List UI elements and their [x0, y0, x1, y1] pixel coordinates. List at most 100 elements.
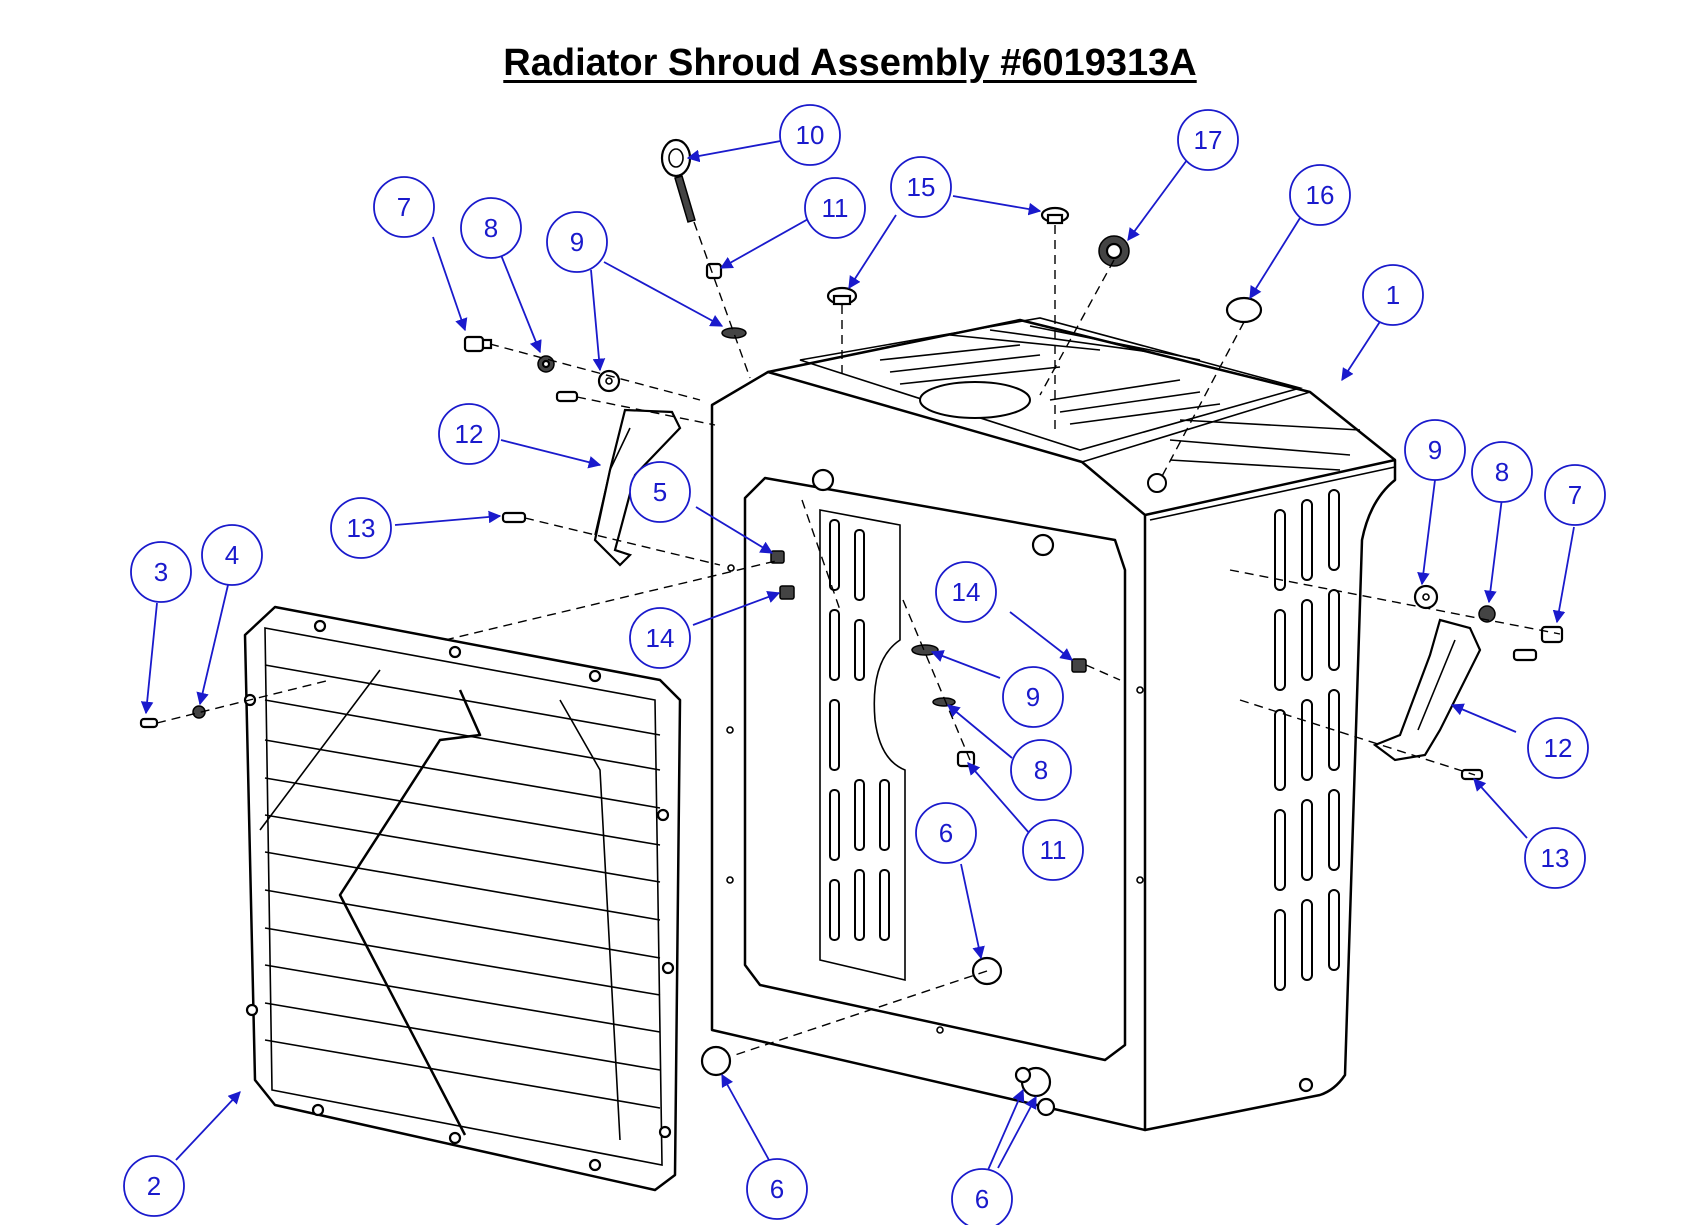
- callout-label: 11: [1040, 835, 1067, 865]
- callout-label: 10: [796, 120, 825, 150]
- callout-label: 7: [397, 192, 411, 222]
- callout-circle: [779, 104, 841, 166]
- callout-9: 9: [1404, 419, 1466, 481]
- callout-17: 17: [1177, 109, 1239, 171]
- callout-label: 7: [1568, 480, 1582, 510]
- callout-9: 9: [546, 211, 608, 273]
- callout-12: 12: [438, 403, 500, 465]
- callout-leaders: [140, 139, 1575, 1171]
- nut: [956, 750, 976, 768]
- callout-5: 5: [629, 461, 691, 523]
- callout-label: 15: [907, 172, 936, 202]
- callout-circle: [123, 1155, 185, 1217]
- callout-label: 6: [770, 1174, 784, 1204]
- callout-circle: [460, 197, 522, 259]
- callout-circle: [1362, 264, 1424, 326]
- bolt: [501, 511, 527, 524]
- callout-7: 7: [1544, 464, 1606, 526]
- eye-bolt: [660, 138, 696, 223]
- callout-label: 11: [822, 193, 849, 223]
- callout-1: 1: [1362, 264, 1424, 326]
- cap: [1225, 296, 1263, 324]
- callout-circle: [746, 1158, 808, 1220]
- callout-label: 8: [1495, 457, 1509, 487]
- callout-label: 13: [1541, 843, 1570, 873]
- callout-label: 1: [1386, 280, 1400, 310]
- callout-label: 9: [570, 227, 584, 257]
- callout-label: 12: [1544, 733, 1573, 763]
- callout-label: 16: [1306, 180, 1335, 210]
- callout-circle: [1002, 666, 1064, 728]
- callout-circle: [546, 211, 608, 273]
- grille-bars: [259, 664, 661, 1141]
- page-title: Radiator Shroud Assembly #6019313A: [503, 42, 1197, 84]
- callout-circle: [1527, 717, 1589, 779]
- callout-13: 13: [1524, 827, 1586, 889]
- plug: [826, 286, 858, 306]
- side-vent-slots: [1274, 489, 1340, 991]
- handle-left: [593, 408, 682, 567]
- callout-6: 6: [951, 1168, 1013, 1225]
- callout-6: 6: [746, 1158, 808, 1220]
- callout-16: 16: [1289, 164, 1351, 226]
- callout-circle: [629, 607, 691, 669]
- callout-label: 13: [347, 513, 376, 543]
- bolt: [463, 335, 493, 353]
- screw: [139, 717, 159, 729]
- callout-label: 14: [646, 623, 675, 653]
- callout-circle: [201, 524, 263, 586]
- callout-label: 14: [952, 577, 981, 607]
- callout-label: 5: [653, 477, 667, 507]
- callout-circle: [1404, 419, 1466, 481]
- nut: [1071, 658, 1087, 673]
- inner-vent-slots: [829, 519, 890, 941]
- callout-label: 9: [1428, 435, 1442, 465]
- callout-circle: [804, 177, 866, 239]
- callout-3: 3: [130, 541, 192, 603]
- callout-label: 17: [1194, 125, 1223, 155]
- callout-circle: [915, 802, 977, 864]
- top-vent-slots: [799, 317, 1361, 493]
- callout-6: 6: [915, 802, 977, 864]
- bolt: [555, 390, 579, 403]
- plug: [1040, 206, 1070, 225]
- front-grille: [243, 605, 682, 1192]
- nut: [779, 585, 795, 600]
- callout-9: 9: [1002, 666, 1064, 728]
- callout-label: 6: [939, 818, 953, 848]
- callout-circle: [1544, 464, 1606, 526]
- callout-circle: [438, 403, 500, 465]
- callout-8: 8: [1471, 441, 1533, 503]
- callout-circle: [1289, 164, 1351, 226]
- callout-15: 15: [890, 156, 952, 218]
- callout-label: 9: [1026, 682, 1040, 712]
- callout-label: 3: [154, 557, 168, 587]
- callout-11: 11: [1022, 819, 1084, 881]
- callout-bubbles: 10 17 7 8 9 11 15 16 1 12 9 8 7 5 13 3 4 14 14 9 12 8 11 6 13 2 6 6: [123, 104, 1606, 1225]
- callout-4: 4: [201, 524, 263, 586]
- nut: [770, 550, 785, 564]
- callout-8: 8: [460, 197, 522, 259]
- callout-circle: [935, 561, 997, 623]
- callout-8: 8: [1010, 739, 1072, 801]
- washer: [1478, 605, 1496, 623]
- callout-2: 2: [123, 1155, 185, 1217]
- bolt: [1540, 625, 1564, 644]
- radiator-shroud-body: [710, 317, 1397, 1132]
- callout-label: 12: [455, 419, 484, 449]
- callout-7: 7: [373, 176, 435, 238]
- callout-10: 10: [779, 104, 841, 166]
- callout-14: 14: [935, 561, 997, 623]
- callout-label: 2: [147, 1171, 161, 1201]
- grommet: [1098, 235, 1130, 267]
- callout-label: 4: [225, 540, 239, 570]
- washer: [192, 705, 206, 719]
- handle-right: [1372, 618, 1482, 762]
- washer: [1413, 584, 1439, 610]
- callout-circle: [951, 1168, 1013, 1225]
- callout-circle: [1022, 819, 1084, 881]
- washer: [721, 327, 747, 339]
- callout-circle: [130, 541, 192, 603]
- bolt: [1512, 648, 1538, 662]
